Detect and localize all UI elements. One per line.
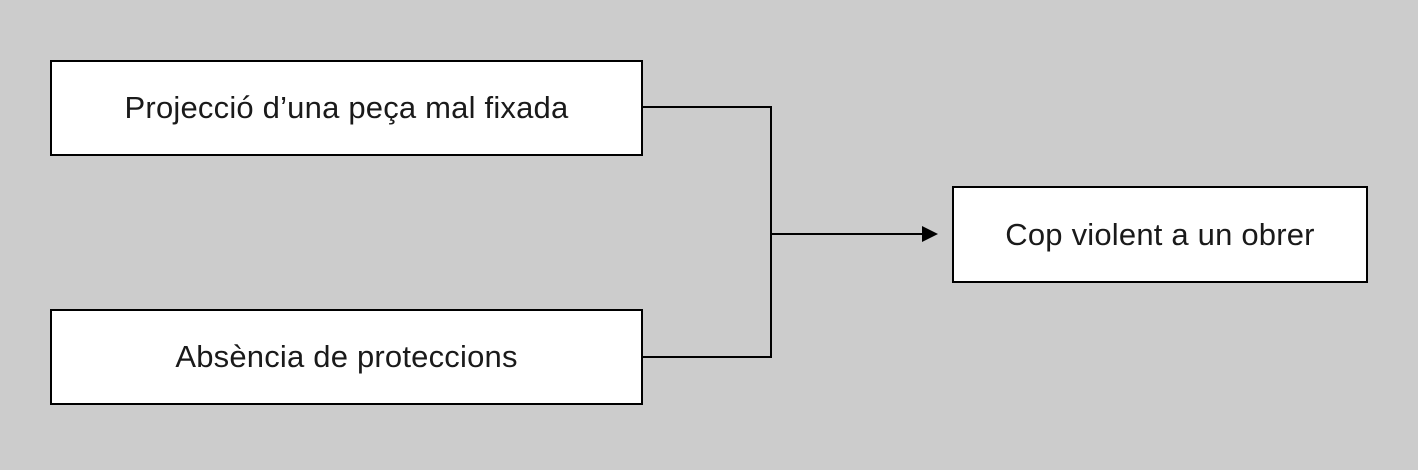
cause-node-absence: Absència de proteccions [50,309,643,405]
cause-node-absence-label: Absència de proteccions [175,339,518,374]
cause-node-projection: Projecció d’una peça mal fixada [50,60,643,156]
connector-from-absence [643,234,772,358]
connector-from-projection [643,106,772,234]
cause-node-projection-label: Projecció d’una peça mal fixada [124,90,569,125]
effect-node: Cop violent a un obrer [952,186,1368,283]
arrowhead-icon [922,226,938,242]
effect-node-label: Cop violent a un obrer [1005,216,1315,252]
